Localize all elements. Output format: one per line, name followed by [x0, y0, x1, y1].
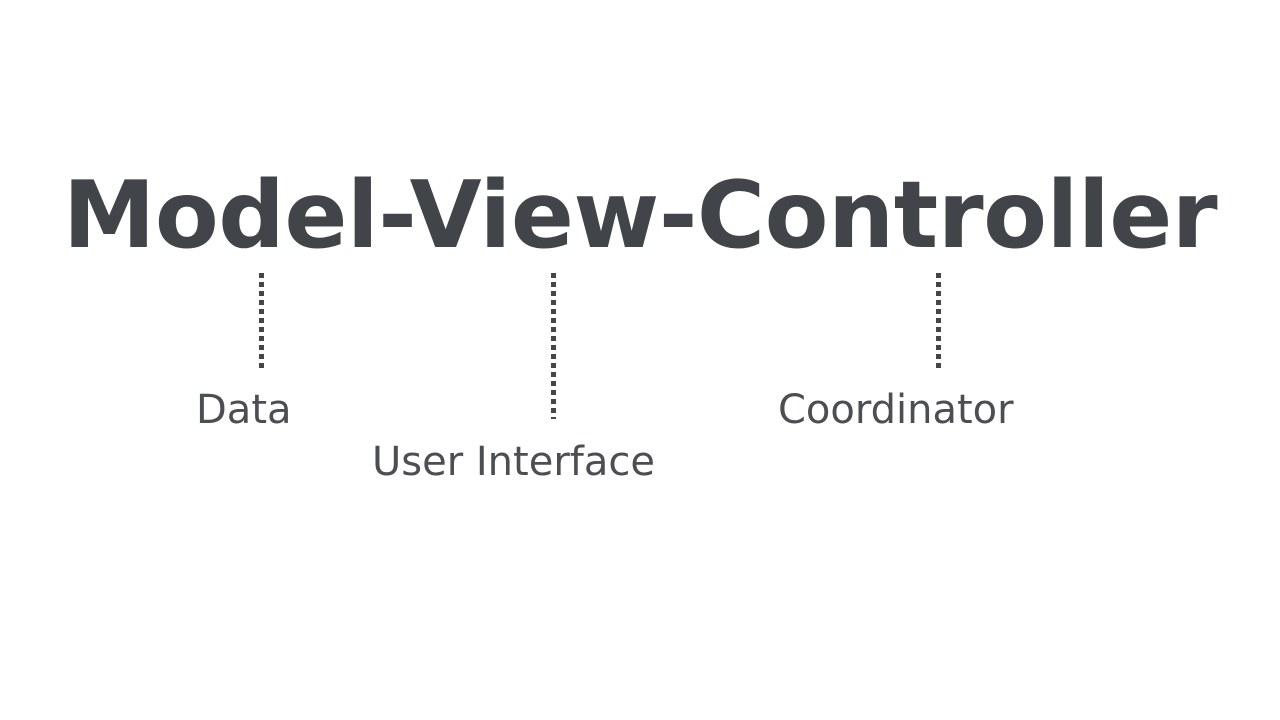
controller-label: Coordinator	[778, 387, 1014, 433]
model-connector-line	[259, 273, 264, 369]
controller-connector-line	[936, 273, 941, 369]
page-title: Model-View-Controller	[62, 161, 1218, 269]
view-label: User Interface	[372, 439, 655, 485]
view-connector-line	[551, 273, 556, 419]
model-label: Data	[196, 387, 292, 433]
